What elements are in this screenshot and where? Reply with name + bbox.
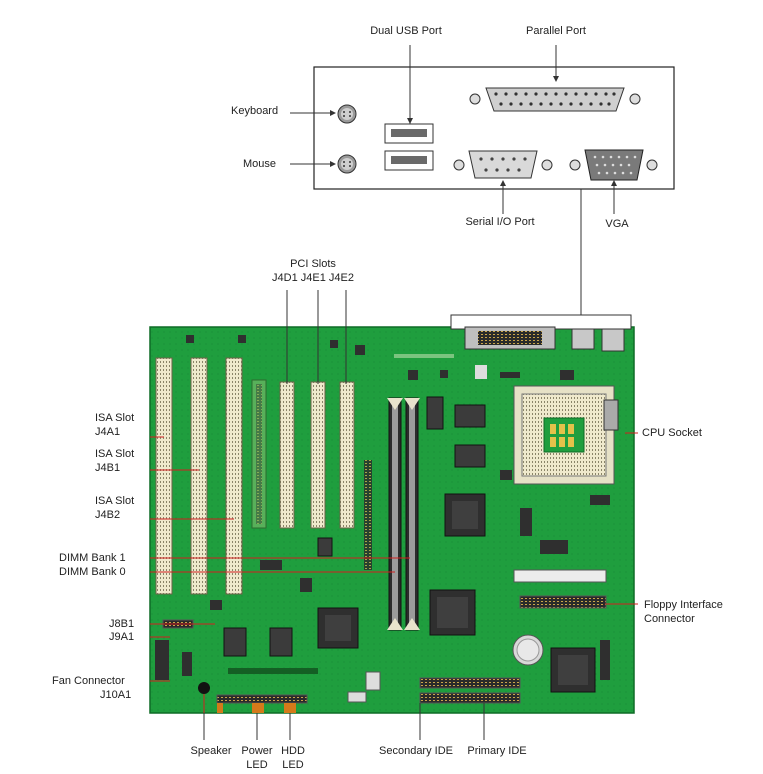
pci-slots (279, 381, 355, 529)
chip-icon (223, 396, 596, 693)
hdd-led-label-2: LED (282, 759, 304, 771)
j9a1-label: J9A1 (109, 631, 135, 643)
floppy-connector-label: Connector (644, 613, 695, 625)
isa-slots (155, 357, 243, 595)
j8b1-label: J8B1 (109, 618, 135, 630)
dimm-bank-1-label: DIMM Bank 1 (59, 552, 126, 564)
vga-label: VGA (605, 218, 629, 230)
ps2-keyboard-icon (337, 104, 357, 124)
board-leader-lines (150, 432, 638, 713)
serial-port-label: Serial I/O Port (465, 216, 535, 228)
db9-port-icon (453, 150, 553, 179)
power-led-label: Power (241, 745, 273, 757)
cpu-socket-label: CPU Socket (642, 427, 702, 439)
fan-connector-label: Fan Connector (52, 675, 125, 687)
parallel-port-label: Parallel Port (526, 25, 586, 37)
keyboard-label: Keyboard (231, 105, 279, 117)
board-leader-lines-dark (203, 290, 485, 740)
isa-slot-j4a1-id: J4A1 (95, 426, 121, 438)
dimm-slots (387, 397, 420, 631)
ps2-mouse-icon (337, 154, 357, 174)
small-components (155, 335, 610, 694)
speaker-label: Speaker (190, 745, 232, 757)
io-leader-lines (290, 45, 615, 315)
usb-port-icon (384, 123, 434, 171)
isa-slot-j4b2-id: J4B2 (95, 509, 121, 521)
led-connectors (217, 703, 296, 713)
fan-connector-id: J10A1 (100, 689, 132, 701)
isa-slot-j4b1-label: ISA Slot (95, 448, 135, 460)
floppy-interface-label: Floppy Interface (644, 599, 723, 611)
db25-port-icon (469, 87, 641, 112)
pci-slots-label: PCI Slots (290, 258, 336, 270)
isa-slot-j4b1-id: J4B1 (95, 462, 121, 474)
io-arrowheads (330, 76, 617, 186)
primary-ide-label: Primary IDE (467, 745, 527, 757)
power-led-label-2: LED (246, 759, 268, 771)
secondary-ide-label: Secondary IDE (379, 745, 453, 757)
hdd-led-label: HDD (281, 745, 305, 757)
dimm-bank-0-label: DIMM Bank 0 (59, 566, 126, 578)
isa-slot-j4b2-label: ISA Slot (95, 495, 135, 507)
mouse-label: Mouse (243, 158, 277, 170)
dual-usb-port-label: Dual USB Port (370, 25, 442, 37)
pci-ids-label: J4D1 J4E1 J4E2 (272, 272, 354, 284)
vga-port-icon (569, 149, 658, 181)
battery-icon (512, 634, 544, 666)
cpu-socket-icon (513, 385, 619, 485)
isa-slot-j4a1-label: ISA Slot (95, 412, 135, 424)
